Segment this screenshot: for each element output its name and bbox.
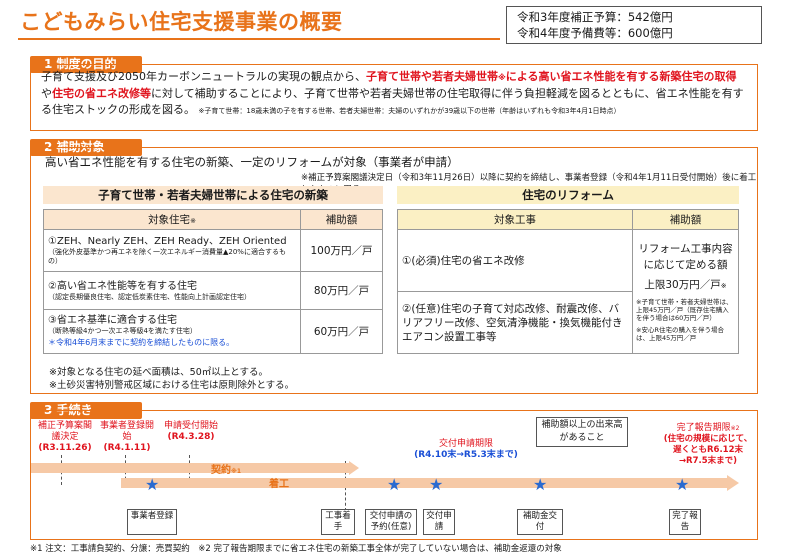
milestone-accept-label: 申請受付開始: [163, 421, 218, 431]
reform-amount-cap-line: 上限30万円／戸※: [636, 277, 735, 294]
milestone-register-label: 事業者登録開始: [99, 421, 154, 442]
reform-amount-mark: ※: [720, 282, 727, 290]
milestone-accept-date: (R4.3.28): [167, 432, 215, 442]
milestone-report-deadline: 完了報告期限※2 (住宅の規模に応じて、遅くともR6.12末→R7.5末まで): [661, 423, 755, 467]
step-reserve: 交付申請の予約(任意): [365, 509, 417, 535]
row-sub: （強化外皮基準かつ再エネを除く一次エネルギー消費量▲20%に適合するもの）: [48, 248, 286, 265]
milestone-register: 事業者登録開始 (R4.1.11): [97, 421, 157, 454]
purpose-red-3: 住宅の省エネ改修等: [52, 87, 151, 100]
header-target-label: 対象住宅: [148, 214, 191, 226]
header-target-work: 対象工事: [397, 209, 633, 230]
purpose-text-1: 子育て支援及び2050年カーボンニュートラルの実現の観点から、: [41, 70, 366, 83]
report-deadline-mark: ※2: [730, 425, 740, 432]
budget-line-1: 令和3年度補正予算：542億円: [517, 10, 673, 24]
row-sub: （認定長期優良住宅、認定低炭素住宅、性能向上計画認定住宅）: [48, 292, 251, 301]
purpose-note: ※子育て世帯：18歳未満の子を有する世帯、若者夫婦世帯：夫婦のいずれかが39歳以…: [198, 107, 621, 115]
star-marker-icon: ★: [675, 475, 690, 494]
section3-box: 補正予算案閣議決定 (R3.11.26) 事業者登録開始 (R4.1.11) 申…: [30, 410, 758, 540]
reform-amount-note-1: ※子育て世帯・若者夫婦世帯は、上限45万円／戸（既存住宅購入を伴う場合は60万円…: [636, 298, 733, 322]
contract-arrow: [31, 461, 359, 475]
step-report: 完了報告: [669, 509, 701, 535]
budget-box: 令和3年度補正予算：542億円 令和4年度予備費等：600億円: [506, 6, 762, 44]
report-deadline-label: 完了報告期限: [676, 423, 731, 433]
reform-amount-cell: リフォーム工事内容に応じて定める額 上限30万円／戸※ ※子育て世帯・若者夫婦世…: [632, 229, 739, 354]
step-grant: 補助金交付: [517, 509, 563, 535]
new-build-table: 対象住宅※ 補助額 ①ZEH、Nearly ZEH、ZEH Ready、ZEH …: [43, 209, 383, 354]
milestone-budget: 補正予算案閣議決定 (R3.11.26): [35, 421, 95, 454]
row-sub: （断熱等級4かつ一次エネ等級4を満たす住宅）: [48, 327, 197, 335]
table-header-row: 対象工事 補助額: [397, 209, 739, 230]
reform-amount-cap: 上限30万円／戸: [644, 279, 721, 291]
header-target-house: 対象住宅※: [43, 209, 301, 230]
section1-box: 子育て支援及び2050年カーボンニュートラルの実現の観点から、子育て世帯や若者夫…: [30, 64, 758, 131]
new-build-panel-title: 子育て世帯・若者夫婦世帯による住宅の新築: [43, 186, 383, 204]
row-main: ③省エネ基準に適合する住宅: [48, 315, 177, 326]
step-apply: 交付申請: [423, 509, 455, 535]
star-marker-icon: ★: [429, 475, 444, 494]
table-row: ②(任意)住宅の子育て対応改修、耐震改修、バリアフリー改修、空気清浄機能・換気機…: [397, 291, 739, 354]
table-header-row: 対象住宅※ 補助額: [43, 209, 383, 230]
table-row: ②高い省エネ性能等を有する住宅 （認定長期優良住宅、認定低炭素住宅、性能向上計画…: [43, 271, 383, 310]
step-start: 工事着手: [321, 509, 355, 535]
deadline-label: 交付申請期限: [438, 439, 493, 449]
row-main: ②高い省エネ性能等を有する住宅: [48, 280, 197, 292]
table-row: ①(必須)住宅の省エネ改修 リフォーム工事内容に応じて定める額 上限30万円／戸…: [397, 229, 739, 354]
budget-line-2: 令和4年度予備費等：600億円: [517, 26, 673, 40]
title-underline: [18, 38, 500, 40]
report-deadline-label-line: 完了報告期限※2: [661, 423, 755, 434]
progress-callout: 補助額以上の出来高があること: [536, 417, 628, 447]
purpose-red-1: 子育て世帯や若者夫婦世帯: [366, 70, 498, 83]
milestone-accept: 申請受付開始 (R4.3.28): [161, 421, 221, 443]
reform-panel-title: 住宅のリフォーム: [397, 186, 739, 204]
subsidy-lead: 高い省エネ性能を有する住宅の新築、一定のリフォームが対象（事業者が申請）: [45, 155, 459, 169]
header-amount: 補助額: [632, 209, 739, 230]
purpose-mark: ※: [498, 73, 506, 82]
construction-arrow-shape: [121, 475, 739, 491]
purpose-red-2: による高い省エネ性能を有する新築住宅の取得: [505, 70, 737, 83]
contract-label-text: 契約: [211, 465, 231, 476]
star-marker-icon: ★: [533, 475, 548, 494]
reform-table: 対象工事 補助額 ①(必須)住宅の省エネ改修 リフォーム工事内容に応じて定める額…: [397, 209, 739, 354]
page-title: こどもみらい住宅支援事業の概要: [20, 10, 343, 34]
reform-amount-note-2: ※安心R住宅の購入を伴う場合は、上限45万円／戸: [636, 326, 724, 342]
reform-amount-main: リフォーム工事内容に応じて定める額: [638, 243, 733, 271]
row-target: ③省エネ基準に適合する住宅 （断熱等級4かつ一次エネ等級4を満たす住宅） ＊令和…: [43, 309, 301, 354]
header-target-mark: ※: [190, 217, 196, 225]
header-amount: 補助額: [300, 209, 383, 230]
milestone-budget-label: 補正予算案閣議決定: [37, 421, 92, 442]
construction-arrow: [121, 475, 739, 491]
construction-label: 着工: [269, 479, 289, 490]
milestone-application-deadline: 交付申請期限 (R4.10末→R5.3末まで): [411, 439, 521, 461]
contract-arrow-shape: [31, 461, 359, 475]
footnote-area: ※対象となる住宅の延べ面積は、50㎡以上とする。: [49, 367, 268, 378]
reform-row-1: ①(必須)住宅の省エネ改修: [397, 229, 633, 292]
row-target: ①ZEH、Nearly ZEH、ZEH Ready、ZEH Oriented （…: [43, 229, 301, 272]
footnote-disaster: ※土砂災害特別警戒区域における住宅は原則除外とする。: [49, 380, 295, 391]
row-target: ②高い省エネ性能等を有する住宅 （認定長期優良住宅、認定低炭素住宅、性能向上計画…: [43, 271, 301, 310]
deadline-date: (R4.10末→R5.3末まで): [414, 450, 518, 460]
star-marker-icon: ★: [145, 475, 160, 494]
contract-mark: ※1: [231, 468, 242, 475]
row-extra: ＊令和4年6月末までに契約を締結したものに限る。: [48, 338, 235, 347]
row-amount: 80万円／戸: [300, 271, 383, 310]
purpose-rest: に対して補助することにより、子育て世帯や若者夫婦世帯の住宅取得に伴う負担軽減を図…: [41, 87, 744, 116]
row-amount: 100万円／戸: [300, 229, 383, 272]
milestone-budget-date: (R3.11.26): [38, 443, 92, 453]
contract-label: 契約※1: [211, 461, 241, 476]
subsidy-footnotes: ※対象となる住宅の延べ面積は、50㎡以上とする。 ※土砂災害特別警戒区域における…: [49, 366, 294, 392]
milestone-register-date: (R4.1.11): [103, 443, 151, 453]
row-main: ①ZEH、Nearly ZEH、ZEH Ready、ZEH Oriented: [48, 236, 287, 247]
step-register: 事業者登録: [127, 509, 177, 535]
table-row: ①ZEH、Nearly ZEH、ZEH Ready、ZEH Oriented （…: [43, 229, 383, 272]
table-row: ③省エネ基準に適合する住宅 （断熱等級4かつ一次エネ等級4を満たす住宅） ＊令和…: [43, 309, 383, 354]
star-marker-icon: ★: [387, 475, 402, 494]
reform-row-2: ②(任意)住宅の子育て対応改修、耐震改修、バリアフリー改修、空気清浄機能・換気機…: [397, 291, 633, 354]
page-footer: ※1 注文：工事請負契約、分譲：売買契約 ※2 完了報告期限までに省エネ住宅の新…: [30, 544, 562, 554]
section2-box: 高い省エネ性能を有する住宅の新築、一定のリフォームが対象（事業者が申請） ※補正…: [30, 147, 758, 394]
row-amount: 60万円／戸: [300, 309, 383, 354]
report-deadline-condition: (住宅の規模に応じて、遅くともR6.12末→R7.5末まで): [663, 434, 753, 466]
purpose-mid: や: [41, 87, 52, 100]
